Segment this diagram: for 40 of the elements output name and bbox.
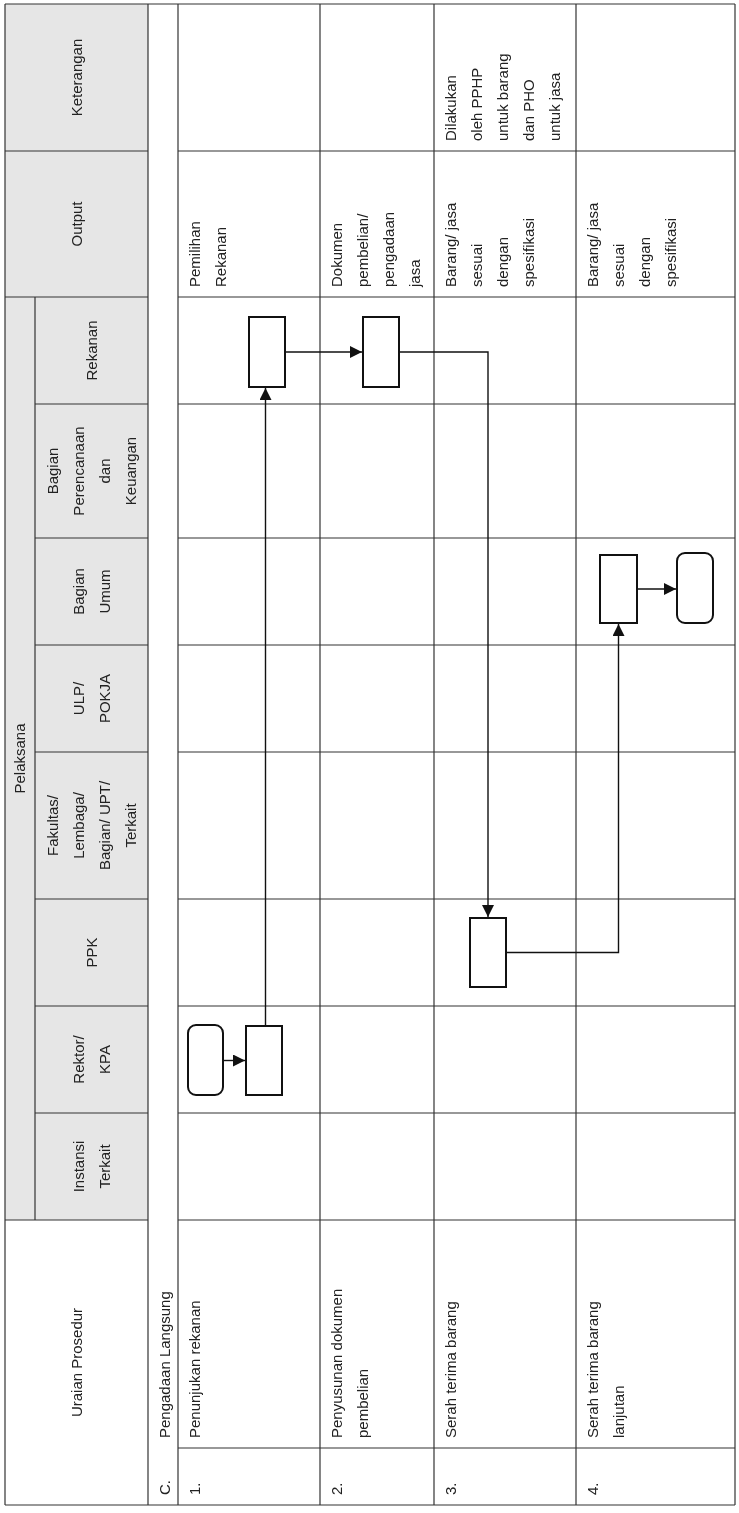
process-box (469, 917, 507, 988)
column-header: Rekanan (81, 320, 101, 381)
procedure-text: Penunjukan rekanan (185, 1300, 204, 1438)
step-number: 3. (441, 1482, 460, 1495)
procedure-text: Serah terima barang (441, 1301, 460, 1438)
output-text: Barang/ jasa sesuai dengan spesifikasi (583, 201, 680, 287)
terminator-box (187, 1024, 224, 1096)
terminator-box (676, 552, 714, 624)
section-heading: Pengadaan Langsung (155, 1291, 174, 1438)
column-header: Uraian Prosedur (66, 1307, 86, 1418)
column-header: Bagian Perencanaan dan Keuangan (42, 425, 140, 518)
process-box (248, 316, 286, 388)
process-box (245, 1025, 283, 1096)
column-header: Keterangan (66, 38, 86, 117)
column-header: Pelaksana (10, 723, 29, 794)
column-header: PPK (81, 937, 101, 968)
step-number: 2. (327, 1482, 346, 1495)
procedure-text: Penyusunan dokumen pembelian (327, 1287, 372, 1438)
note-text: Dilakukan oleh PPHP untuk barang dan PHO untuk jasa (441, 52, 564, 141)
arrow (399, 351, 494, 918)
step-number: 4. (583, 1482, 602, 1495)
procedure-text: Serah terima barang lanjutan (583, 1300, 628, 1438)
column-header: Instansi Terkait (68, 1139, 114, 1195)
column-header: Bagian Umum (68, 567, 114, 617)
column-header: Fakultas/ Lembaga/ Bagian/ UPT/ Terkait (42, 779, 140, 873)
process-box (362, 316, 400, 388)
column-header: ULP/ POKJA (68, 672, 114, 726)
process-box (599, 554, 638, 624)
arrow (637, 583, 677, 595)
output-text: Dokumen pembelian/ pengadaan jasa (327, 210, 424, 287)
section-number: C. (155, 1480, 174, 1495)
column-header: Output (66, 201, 86, 247)
output-text: Pemilihan Rekanan (185, 220, 230, 287)
output-text: Barang/ jasa sesuai dengan spesifikasi (441, 201, 538, 287)
column-header: Rektor/ KPA (68, 1034, 114, 1086)
step-number: 1. (185, 1482, 204, 1495)
arrow (223, 1054, 246, 1067)
arrow (285, 346, 363, 358)
arrow (506, 623, 625, 954)
arrow (259, 387, 272, 1026)
